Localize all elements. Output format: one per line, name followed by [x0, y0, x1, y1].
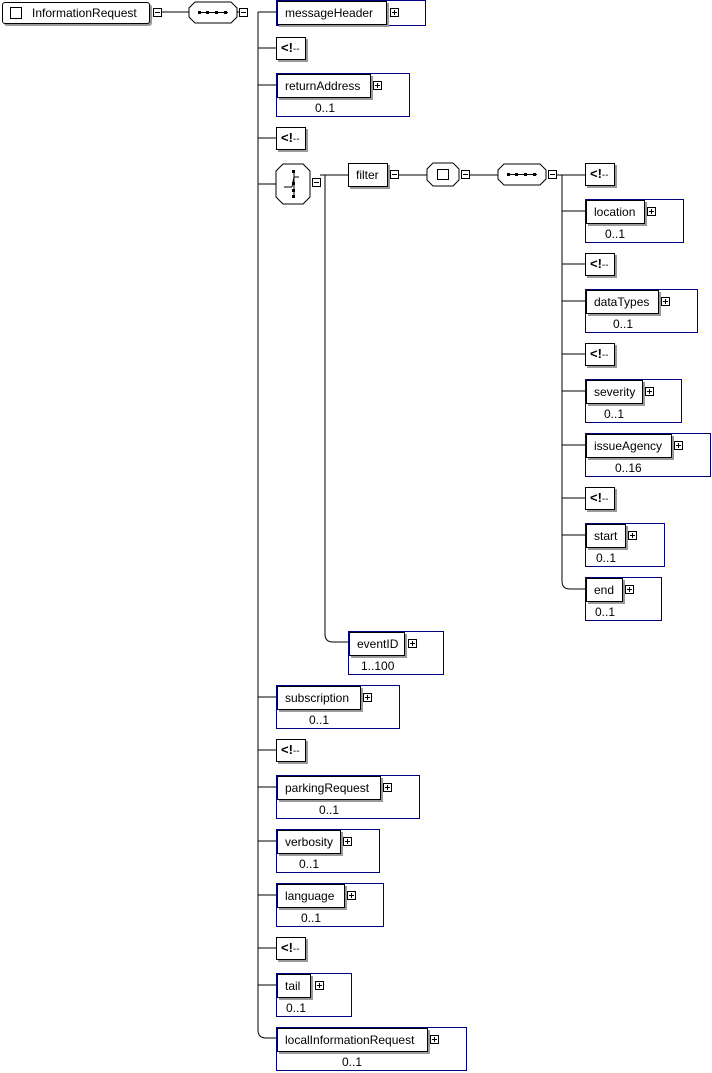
element-name: location — [586, 200, 645, 224]
cardinality: 0..1 — [604, 407, 625, 421]
choice-compositor-icon[interactable] — [275, 163, 311, 205]
element-messageHeader[interactable]: messageHeader — [276, 0, 426, 26]
collapse-icon[interactable] — [390, 170, 399, 179]
element-language[interactable]: language 0..1 — [276, 883, 384, 927]
element-end[interactable]: end 0..1 — [585, 577, 662, 621]
annotation-comment-icon: <!-- — [585, 343, 615, 366]
element-name: tail — [277, 974, 311, 998]
cardinality: 1..100 — [361, 659, 395, 673]
element-issueAgency[interactable]: issueAgency 0..16 — [585, 433, 711, 477]
expand-icon[interactable] — [343, 837, 352, 846]
element-subscription[interactable]: subscription 0..1 — [276, 685, 400, 729]
element-name: end — [586, 578, 623, 602]
element-parkingRequest[interactable]: parkingRequest 0..1 — [276, 775, 420, 819]
element-returnAddress[interactable]: returnAddress 0..1 — [276, 73, 410, 117]
element-location[interactable]: location 0..1 — [585, 199, 684, 243]
expand-icon[interactable] — [363, 693, 372, 702]
root-element-name: InformationRequest — [32, 6, 137, 20]
element-name: language — [277, 884, 345, 908]
collapse-icon[interactable] — [461, 170, 470, 179]
cardinality: 0..1 — [301, 911, 322, 925]
collapse-icon[interactable] — [239, 8, 248, 17]
element-name: verbosity — [277, 830, 341, 854]
element-name: messageHeader — [277, 1, 387, 25]
expand-icon[interactable] — [661, 297, 670, 306]
element-name: issueAgency — [586, 434, 672, 458]
cardinality: 0..1 — [319, 803, 340, 817]
annotation-comment-icon: <!-- — [585, 253, 615, 276]
root-element[interactable]: InformationRequest — [2, 2, 150, 24]
expand-icon[interactable] — [674, 441, 683, 450]
element-name: returnAddress — [277, 74, 371, 98]
annotation-comment-icon: <!-- — [585, 487, 615, 510]
cardinality: 0..1 — [595, 605, 616, 619]
cardinality: 0..1 — [596, 551, 617, 565]
expand-icon[interactable] — [373, 81, 382, 90]
expand-icon[interactable] — [430, 1035, 439, 1044]
annotation-comment-icon: <!-- — [276, 127, 306, 150]
element-icon — [10, 7, 22, 19]
element-name: eventID — [349, 632, 405, 656]
cardinality: 0..1 — [315, 101, 336, 115]
expand-icon[interactable] — [315, 981, 324, 990]
element-filter[interactable]: filter — [348, 163, 388, 187]
expand-icon[interactable] — [347, 891, 356, 900]
element-verbosity[interactable]: verbosity 0..1 — [276, 829, 380, 873]
element-name: start — [586, 524, 626, 548]
cardinality: 0..1 — [342, 1055, 363, 1069]
all-compositor-icon[interactable] — [426, 162, 460, 187]
element-name: subscription — [277, 686, 361, 710]
element-name: parkingRequest — [277, 776, 381, 800]
cardinality: 0..1 — [299, 857, 320, 871]
expand-icon[interactable] — [645, 387, 654, 396]
element-dataTypes[interactable]: dataTypes 0..1 — [585, 289, 698, 333]
element-name: localInformationRequest — [277, 1028, 428, 1052]
expand-icon[interactable] — [383, 783, 392, 792]
annotation-comment-icon: <!-- — [276, 937, 306, 960]
expand-icon[interactable] — [625, 585, 634, 594]
sequence-compositor-icon[interactable] — [188, 1, 238, 24]
cardinality: 0..1 — [605, 227, 626, 241]
element-tail[interactable]: tail 0..1 — [276, 973, 352, 1017]
cardinality: 0..1 — [286, 1001, 307, 1015]
expand-icon[interactable] — [628, 531, 637, 540]
annotation-comment-icon: <!-- — [585, 163, 615, 186]
cardinality: 0..1 — [309, 713, 330, 727]
collapse-icon[interactable] — [548, 170, 557, 179]
sequence-compositor-icon[interactable] — [497, 163, 547, 186]
annotation-comment-icon: <!-- — [276, 37, 306, 60]
element-eventID[interactable]: eventID 1..100 — [348, 631, 444, 675]
expand-icon[interactable] — [647, 207, 656, 216]
collapse-icon[interactable] — [153, 8, 162, 17]
cardinality: 0..1 — [613, 317, 634, 331]
collapse-icon[interactable] — [312, 178, 321, 187]
element-severity[interactable]: severity 0..1 — [585, 379, 682, 423]
expand-icon[interactable] — [390, 8, 399, 17]
element-name: severity — [586, 380, 643, 404]
element-name: dataTypes — [586, 290, 659, 314]
annotation-comment-icon: <!-- — [276, 739, 306, 762]
cardinality: 0..16 — [615, 461, 642, 475]
element-localInformationRequest[interactable]: localInformationRequest 0..1 — [276, 1027, 467, 1071]
element-start[interactable]: start 0..1 — [585, 523, 665, 567]
expand-icon[interactable] — [408, 639, 417, 648]
